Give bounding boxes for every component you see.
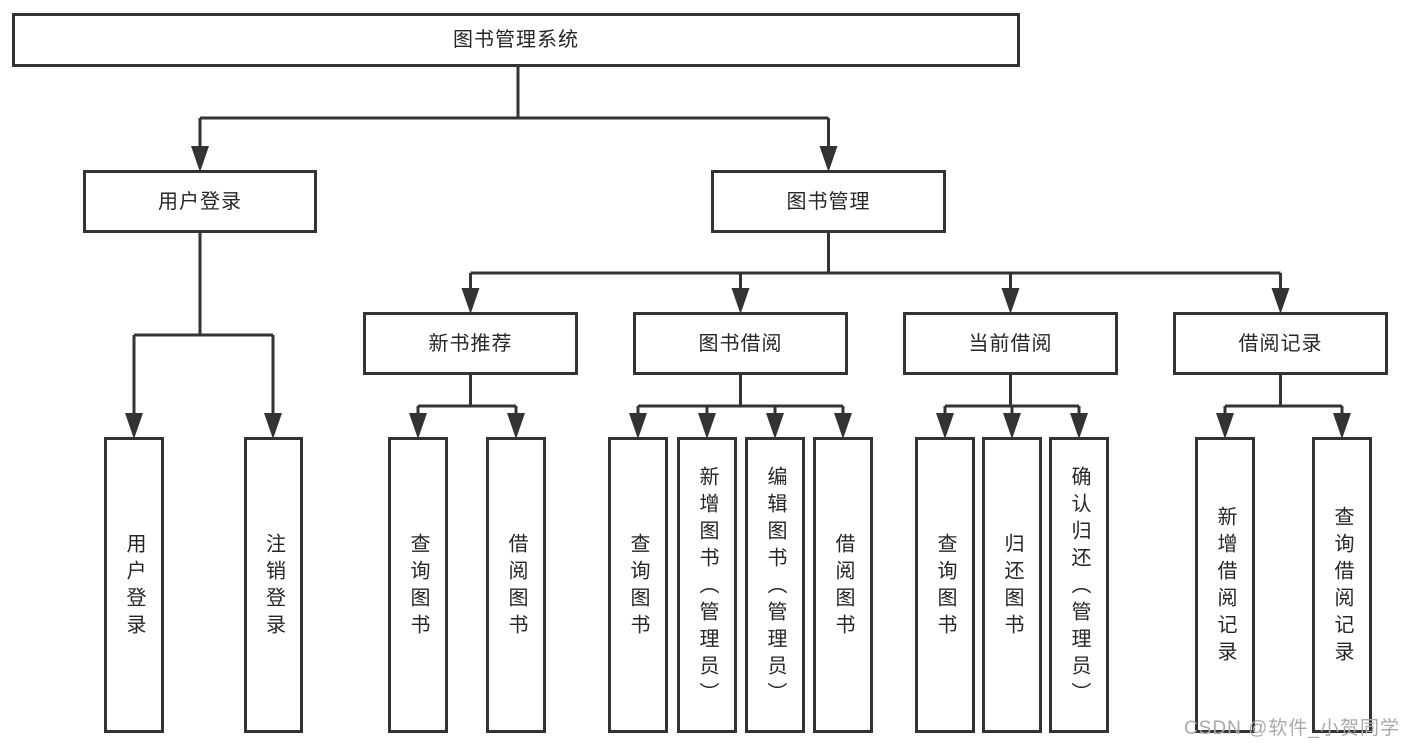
leaf-user-login: 用户登录: [104, 437, 164, 733]
leaf-add-borrow-record: 新增借阅记录: [1195, 437, 1255, 733]
leaf-query-books-recommend: 查询图书: [388, 437, 448, 733]
arrow-down-icon: [834, 413, 852, 439]
leaf-query-books-current: 查询图书: [915, 437, 975, 733]
arrow-down-icon: [191, 146, 209, 172]
node-book-management: 图书管理: [711, 170, 946, 233]
node-borrowing-records: 借阅记录: [1173, 312, 1388, 375]
leaf-borrow-books-recommend: 借阅图书: [486, 437, 546, 733]
arrow-down-icon: [1333, 413, 1351, 439]
arrow-down-icon: [1003, 413, 1021, 439]
arrowheads: [125, 146, 1351, 439]
leaf-logout: 注销登录: [244, 437, 303, 733]
leaf-edit-book-admin: 编辑图书（管理员）: [745, 437, 805, 733]
leaf-query-books-borrowing: 查询图书: [608, 437, 668, 733]
node-book-borrowing: 图书借阅: [633, 312, 848, 375]
leaf-query-borrow-record: 查询借阅记录: [1312, 437, 1372, 733]
arrow-down-icon: [1216, 413, 1234, 439]
arrow-down-icon: [1070, 413, 1088, 439]
leaf-add-book-admin: 新增图书（管理员）: [677, 437, 737, 733]
arrow-down-icon: [698, 413, 716, 439]
connector-new-book-branch: [416, 375, 518, 415]
connector-borrow-records-branch: [1223, 375, 1344, 415]
arrow-down-icon: [1271, 288, 1290, 314]
arrow-down-icon: [731, 288, 750, 314]
arrow-down-icon: [125, 413, 143, 439]
connector-book-borrow-branch: [636, 375, 845, 415]
arrow-down-icon: [461, 288, 480, 314]
connector-root-branch: [198, 66, 830, 148]
arrow-down-icon: [819, 146, 838, 172]
arrow-down-icon: [264, 413, 282, 439]
arrow-down-icon: [507, 413, 525, 439]
node-new-book-recommendation: 新书推荐: [363, 312, 578, 375]
leaf-return-books: 归还图书: [982, 437, 1042, 733]
arrow-down-icon: [1001, 288, 1020, 314]
leaf-borrow-books-borrowing: 借阅图书: [813, 437, 873, 733]
connector-book-mgmt-branch: [469, 233, 1282, 290]
arrow-down-icon: [629, 413, 647, 439]
node-current-borrowing: 当前借阅: [903, 312, 1118, 375]
arrow-down-icon: [766, 413, 784, 439]
node-user-login: 用户登录: [83, 170, 317, 233]
watermark: CSDN @软件_小贺同学: [1184, 718, 1400, 739]
arrow-down-icon: [936, 413, 954, 439]
connector-user-login-branch: [132, 233, 275, 415]
node-library-management-system: 图书管理系统: [12, 13, 1020, 67]
connector-current-borrow-branch: [943, 375, 1081, 415]
arrow-down-icon: [409, 413, 427, 439]
leaf-confirm-return-admin: 确认归还（管理员）: [1049, 437, 1109, 733]
